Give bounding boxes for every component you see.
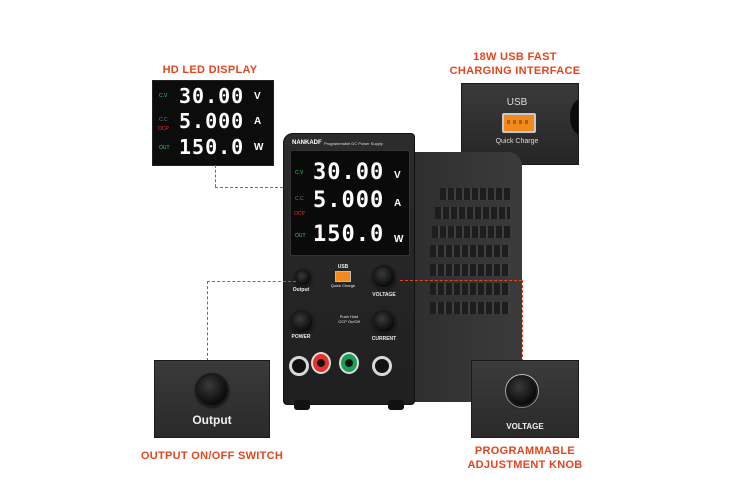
ocp-hint-line2: OCP On/Off [338, 319, 360, 324]
output-button-zoom [195, 373, 229, 407]
ocp-hint: Push Hold OCP On/Off [332, 314, 366, 324]
output-zoom-label: Output [192, 413, 232, 427]
green-terminal[interactable] [339, 352, 359, 374]
device-foot [294, 400, 310, 410]
output-zoom-panel: Output [154, 360, 270, 438]
knob-callout-title: PROGRAMMABLE ADJUSTMENT KNOB [460, 444, 590, 472]
voltage-readout: 30.00 [313, 160, 385, 185]
display-callout-title: HD LED DISPLAY [162, 64, 258, 76]
zoom-unit-v: V [254, 91, 261, 102]
voltage-knob-zoom [506, 375, 538, 407]
side-vents [435, 207, 510, 219]
knob-zoom-panel: VOLTAGE [471, 360, 579, 438]
indicator-out: OUT [295, 233, 306, 239]
side-vents [430, 245, 510, 257]
power-readout: 150.0 [313, 222, 385, 247]
usb-label: USB [337, 264, 349, 270]
side-vents [430, 264, 510, 276]
device-display: C.V 30.00 V C.C 5.000 A OCP OUT 150.0 W [290, 150, 410, 256]
usb-port-icon [502, 113, 536, 133]
display-zoom-panel: C.V 30.00 V C.C 5.000 A OCP OUT 150.0 W [152, 80, 274, 166]
usb-port[interactable] [335, 271, 351, 282]
knob-callout-line2: ADJUSTMENT KNOB [467, 459, 583, 471]
device-model: Programmable DC Power Supply [324, 141, 383, 146]
usb-zoom-quick-charge: Quick Charge [495, 138, 539, 145]
usb-callout-line1: 18W USB FAST [473, 51, 557, 63]
device-brand: NANKADF [292, 140, 322, 146]
black-terminal[interactable] [289, 356, 309, 376]
indicator-ocp: OCP [294, 211, 305, 217]
current-knob[interactable] [372, 310, 396, 334]
voltage-label: VOLTAGE [372, 292, 396, 298]
usb-zoom-panel: USB Quick Charge [461, 83, 579, 165]
side-vents [440, 188, 510, 200]
unit-a: A [394, 198, 402, 209]
quick-charge-label: Quick Charge [330, 283, 356, 288]
output-callout-title: OUTPUT ON/OFF SWITCH [140, 450, 284, 462]
zoom-unit-w: W [254, 142, 264, 153]
unit-v: V [394, 170, 401, 181]
power-button[interactable] [290, 310, 314, 334]
black-terminal[interactable] [372, 356, 392, 376]
usb-callout-title: 18W USB FAST CHARGING INTERFACE [440, 50, 590, 78]
zoom-indicator-cc: C.C [159, 117, 168, 123]
voltage-knob[interactable] [372, 265, 396, 289]
connector-line [522, 280, 523, 362]
current-label: CURRENT [371, 336, 397, 342]
side-knob-edge [570, 99, 578, 135]
ocp-hint-line1: Push Hold [339, 314, 359, 319]
current-readout: 5.000 [313, 188, 385, 213]
red-terminal[interactable] [311, 352, 331, 374]
unit-w: W [394, 234, 404, 245]
zoom-voltage-readout: 30.00 [179, 84, 245, 108]
connector-line [207, 281, 296, 282]
side-vents [432, 226, 510, 238]
side-vents [430, 302, 510, 314]
output-button[interactable] [294, 269, 312, 287]
output-label: Output [292, 287, 310, 293]
knob-zoom-label: VOLTAGE [506, 422, 544, 431]
indicator-cc: C.C [295, 196, 304, 202]
connector-line [215, 165, 216, 187]
connector-line [215, 187, 283, 188]
usb-callout-line2: CHARGING INTERFACE [449, 65, 581, 77]
zoom-indicator-cv: C.V [159, 93, 168, 99]
side-vents [430, 283, 510, 295]
zoom-indicator-ocp: OCP [158, 126, 169, 132]
connector-line [207, 281, 208, 361]
zoom-power-readout: 150.0 [179, 135, 245, 159]
zoom-unit-a: A [254, 116, 262, 127]
power-supply-front: NANKADF Programmable DC Power Supply C.V… [283, 133, 415, 410]
zoom-indicator-out: OUT [159, 145, 170, 151]
device-foot [388, 400, 404, 410]
zoom-current-readout: 5.000 [179, 109, 245, 133]
power-label: POWER [291, 334, 311, 340]
usb-zoom-label: USB [506, 97, 528, 108]
indicator-cv: C.V [295, 170, 304, 176]
connector-line [400, 280, 522, 281]
knob-callout-line1: PROGRAMMABLE [474, 445, 576, 457]
